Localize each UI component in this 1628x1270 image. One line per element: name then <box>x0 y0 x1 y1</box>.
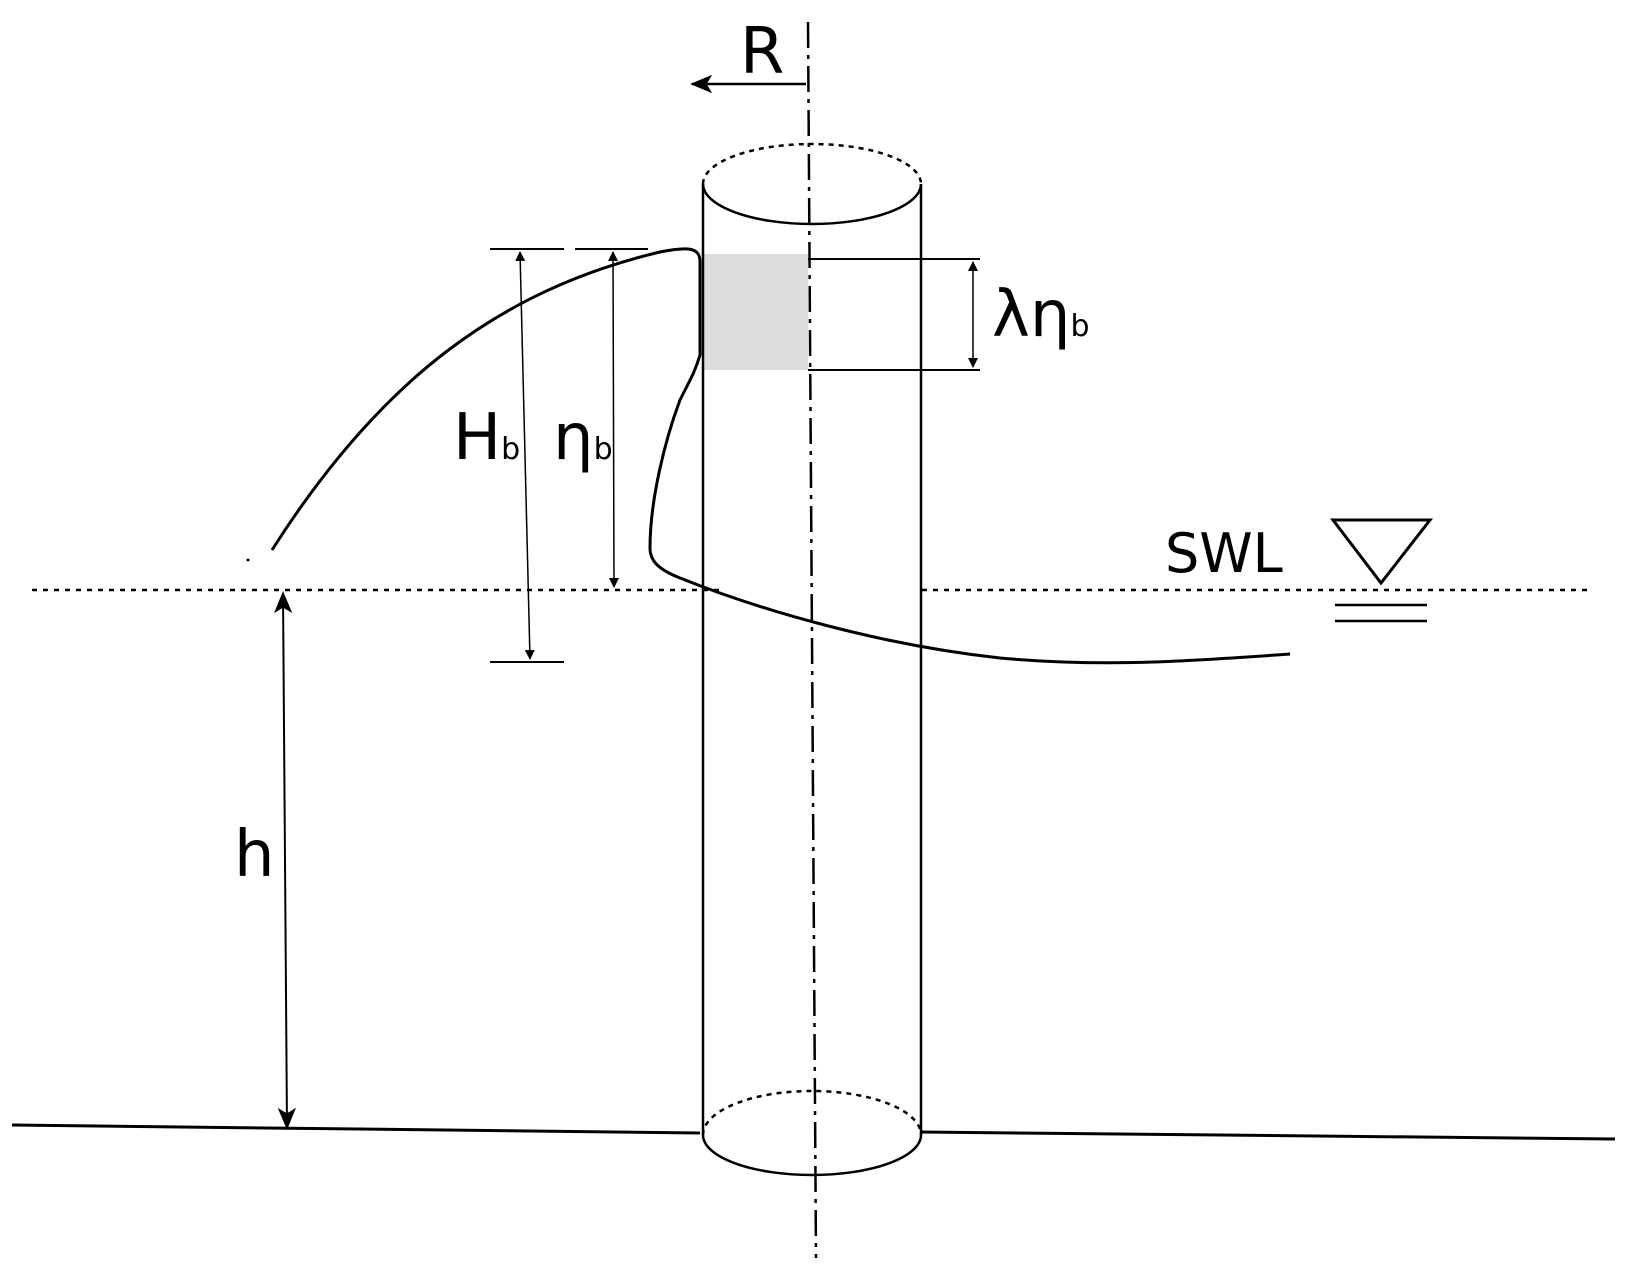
water-depth-label: h <box>234 818 275 892</box>
breaking-wave-height-dimension <box>490 248 564 663</box>
cylinder <box>701 142 923 1177</box>
cylinder-top-front <box>701 183 923 226</box>
radius-label: R <box>740 15 784 89</box>
swl-symbol <box>1329 518 1434 623</box>
cylinder-bottom-front <box>701 1134 923 1177</box>
water-depth-dimension <box>273 591 297 1130</box>
seabed <box>11 1123 1616 1141</box>
cylinder-bottom-back <box>701 1089 923 1136</box>
breaking-wave-height-label: Hb <box>453 401 520 475</box>
crest-elevation-dimension <box>575 248 648 588</box>
impact-area <box>704 254 808 370</box>
impact-height-dimension <box>808 258 980 371</box>
cylinder-top-back <box>701 142 923 185</box>
wave-start-dot <box>246 558 250 562</box>
crest-elevation-label: ηb <box>553 401 613 475</box>
impact-height-label: ληb <box>992 278 1089 352</box>
cylinder-axis <box>806 21 818 1259</box>
still-water-level-label: SWL <box>1165 522 1283 585</box>
breaking-wave-profile <box>270 247 1291 665</box>
